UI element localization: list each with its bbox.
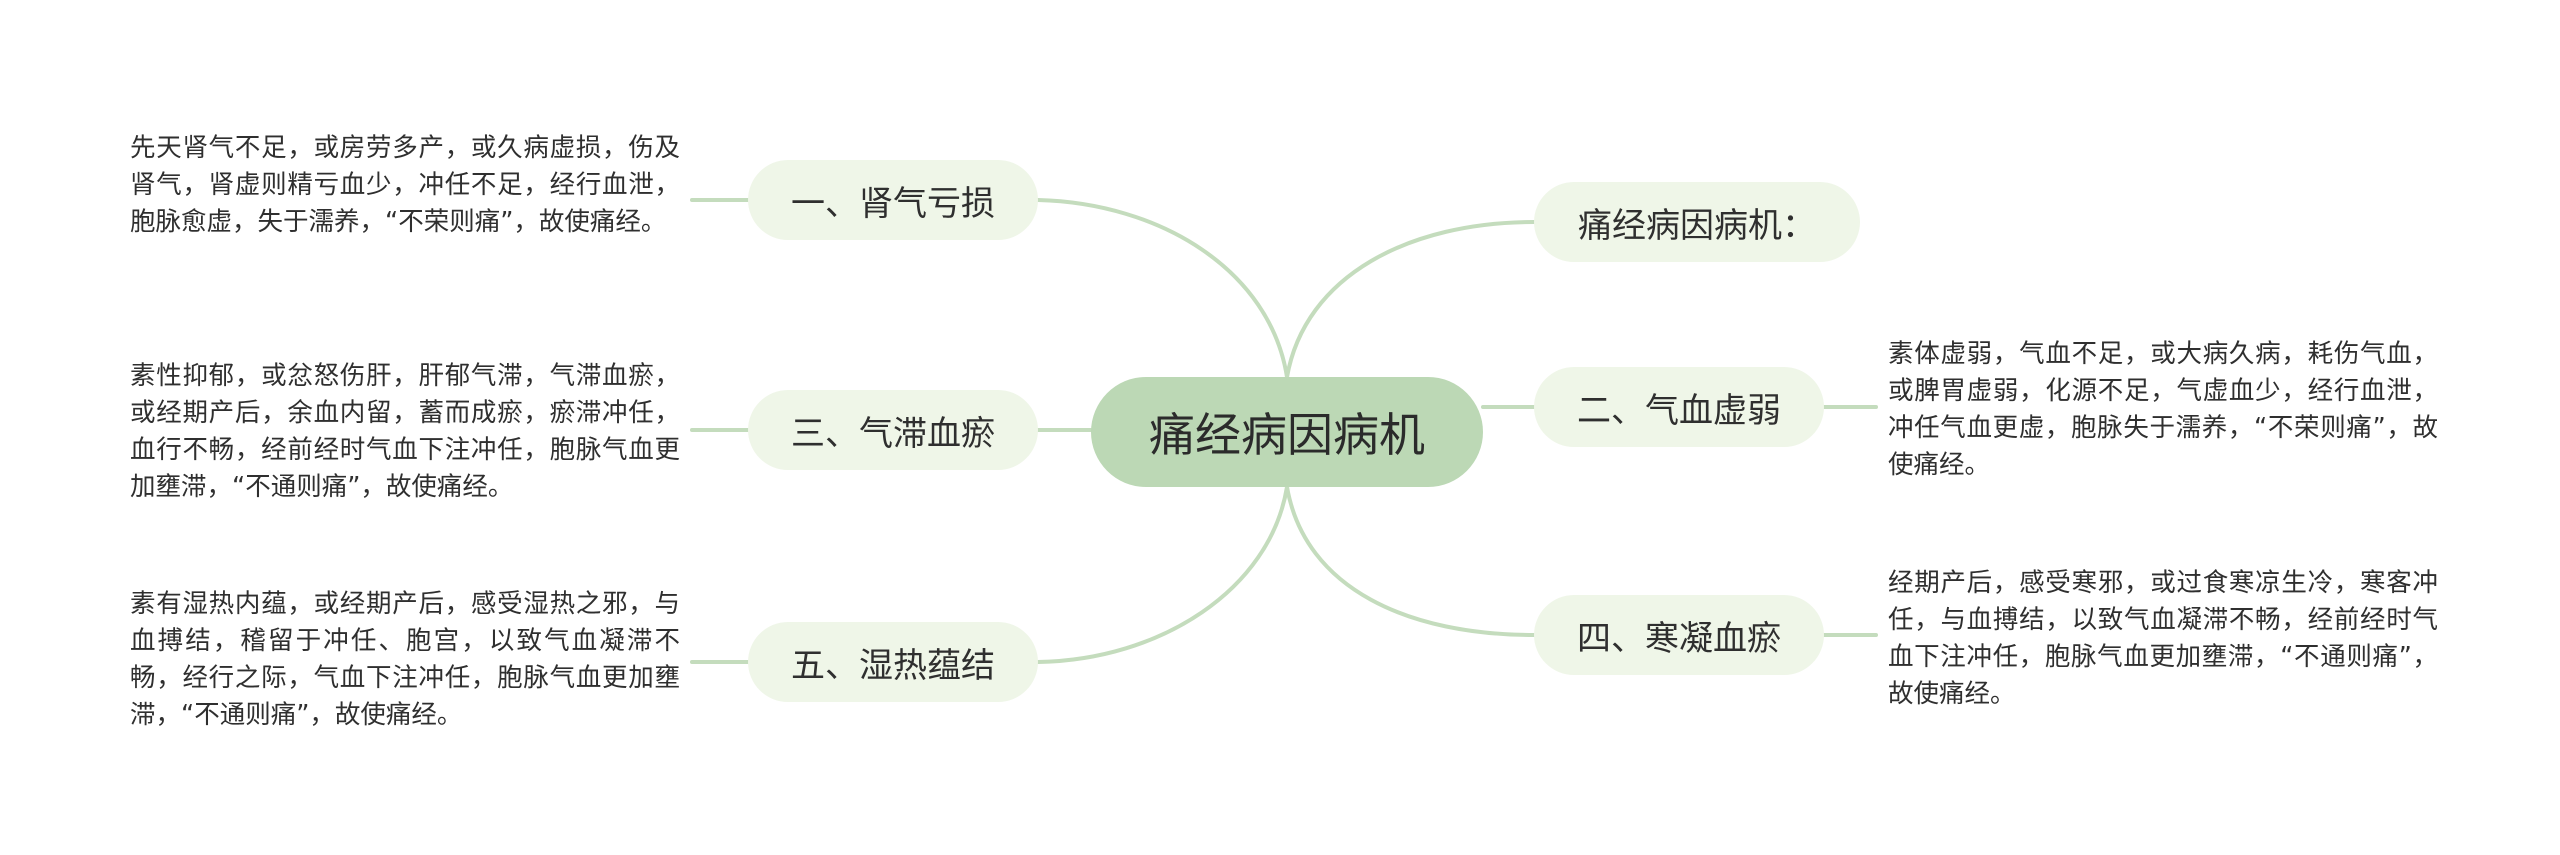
- note-cold-congealing-blood-stasis: 经期产后，感受寒邪，或过食寒凉生冷，寒客冲任，与血搏结，以致气血凝滞不畅，经前经…: [1888, 568, 2438, 709]
- note-damp-heat-accumulation: 素有湿热内蕴，或经期产后，感受湿热之邪，与血搏结，稽留于冲任、胞宫，以致气血凝滞…: [130, 589, 680, 730]
- topic-cold-congealing-blood-stasis[interactable]: 四、寒凝血瘀: [1534, 595, 1824, 675]
- root-topic[interactable]: 痛经病因病机: [1091, 377, 1483, 487]
- note-kidney-qi-deficiency: 先天肾气不足，或房劳多产，或久病虚损，伤及肾气，肾虚则精亏血少，冲任不足，经行血…: [130, 133, 680, 237]
- link-root-t1: [1036, 198, 1289, 379]
- topic-qi-stagnation-blood-stasis[interactable]: 三、气滞血瘀: [748, 390, 1038, 470]
- topic-pathogenesis-heading[interactable]: 痛经病因病机：: [1534, 182, 1860, 262]
- link-root-t5: [1036, 485, 1289, 664]
- note-qi-stagnation-blood-stasis: 素性抑郁，或忿怒伤肝，肝郁气滞，气滞血瘀，或经期产后，余血内留，蓄而成瘀，瘀滞冲…: [130, 361, 680, 502]
- link-root-t0: [1285, 220, 1536, 379]
- topic-damp-heat-accumulation[interactable]: 五、湿热蕴结: [748, 622, 1038, 702]
- topic-kidney-qi-deficiency[interactable]: 一、肾气亏损: [748, 160, 1038, 240]
- note-qi-blood-weakness: 素体虚弱，气血不足，或大病久病，耗伤气血，或脾胃虚弱，化源不足，气虚血少，经行血…: [1888, 339, 2438, 480]
- topic-qi-blood-weakness[interactable]: 二、气血虚弱: [1534, 367, 1824, 447]
- link-root-t4: [1285, 485, 1536, 637]
